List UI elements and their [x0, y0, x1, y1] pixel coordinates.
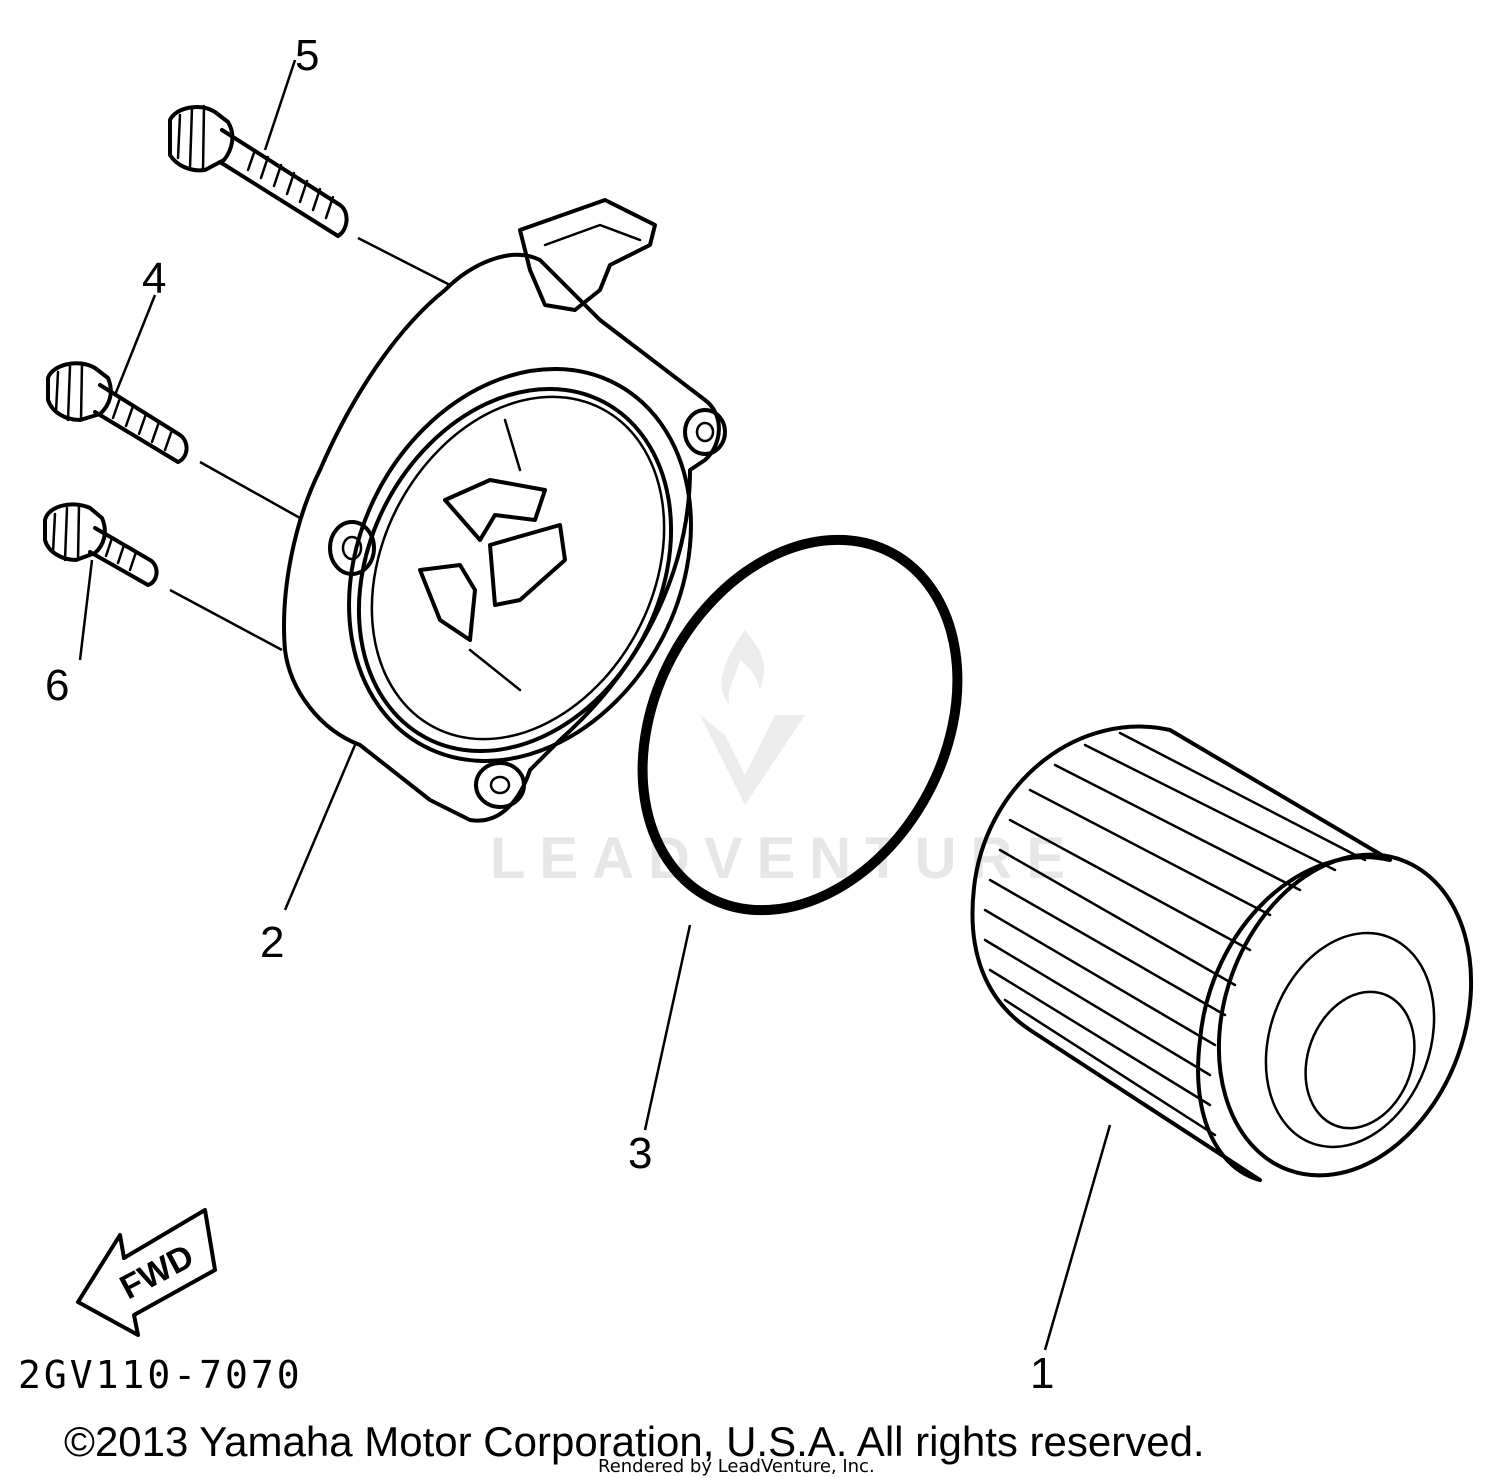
- bolt-6: [43, 502, 159, 587]
- leader-lines: [78, 59, 1112, 1351]
- bolt-4: [46, 361, 189, 464]
- callout-3: 3: [628, 1129, 652, 1178]
- copyright-text: ©2013 Yamaha Motor Corporation, U.S.A. A…: [64, 1418, 1205, 1465]
- callout-6: 6: [45, 661, 69, 710]
- filter-cover-2: [282, 198, 727, 823]
- diagram-code: 2GV110-7070: [18, 1353, 303, 1397]
- callout-5: 5: [295, 31, 319, 80]
- fwd-label: FWD: [114, 1237, 200, 1307]
- rendered-by-text: Rendered by LeadVenture, Inc.: [598, 1456, 875, 1477]
- callout-2: 2: [260, 918, 284, 967]
- o-ring-3: [637, 534, 963, 916]
- bolt-5: [168, 104, 349, 238]
- oil-filter-element-1: [970, 724, 1474, 1182]
- leadventure-watermark: LEADVENTURE: [490, 630, 1079, 891]
- callout-1: 1: [1030, 1349, 1054, 1398]
- callout-4: 4: [142, 254, 166, 303]
- watermark-text: LEADVENTURE: [490, 826, 1079, 891]
- forward-arrow-icon: FWD: [76, 1208, 217, 1337]
